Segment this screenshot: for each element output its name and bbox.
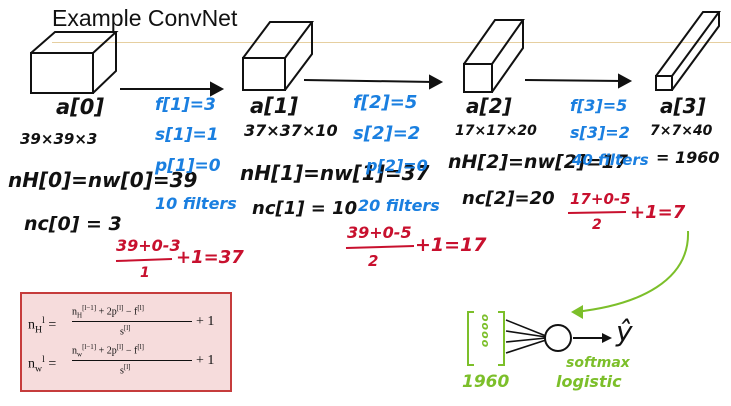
arrow-head-icon [210,81,225,97]
output-yhat: ŷ [616,315,633,348]
a2-nc: nc[2]=20 [462,188,555,209]
calc2-result: +1=17 [415,234,487,256]
a1-nc: nc[1] = 10 [252,198,358,219]
conv1-filter-size: f[1]=3 [155,95,216,115]
neuron-connections [505,319,547,354]
arrow-head-icon [429,74,444,90]
formula-h-denominator: s[l] [120,324,131,338]
formula-h-numerator: nH[l−1] + 2p[l] − f[l] [72,304,144,320]
slide-title: Example ConvNet [52,5,238,31]
formula-w-plus-one: + 1 [196,353,215,368]
calc1-fraction-bar [115,258,173,262]
arrow-head-icon [618,73,633,89]
formula-w-numerator: nw[l−1] + 2p[l] − f[l] [72,343,144,359]
conv2-stride: s[2]=2 [353,123,421,144]
layer-arrows [120,73,633,97]
formula-h-bar [72,321,192,322]
vector-count: 1960 [462,372,510,392]
conv3-filter-size: f[3]=5 [570,96,628,115]
a3-label: a[3] [660,94,706,118]
calc3-fraction-bar [567,211,627,214]
flatten-curve [574,230,690,313]
calc3-result: +1=7 [630,202,686,223]
formula-w-bar [72,360,192,361]
conv2-padding: p[2]=0 [366,156,428,175]
a2-nhw: nH[2]=nw[2]=17 [448,151,628,173]
volume-a0 [30,31,119,94]
conv1-stride: s[1]=1 [155,125,219,145]
output-size-formula-box: nHl = nH[l−1] + 2p[l] − f[l] s[l] + 1 nw… [20,292,232,392]
a0-label: a[0] [56,95,104,119]
formula-lhs-height: nHl = [28,315,57,336]
a3-dims: 7×7×40 [650,123,713,139]
title-underline [52,42,731,43]
calc2-denominator: 2 [368,252,379,270]
formula-w-denominator: s[l] [120,363,131,377]
calc1-numerator: 39+0-3 [116,236,181,255]
conv2-filter-size: f[2]=5 [353,92,418,113]
conv3-filters: 40 filters [572,151,649,169]
a3-flattened: = 1960 [656,148,720,167]
logistic-label: logistic [556,372,622,391]
calc1-denominator: 1 [140,265,150,281]
a0-nc: nc[0] = 3 [24,213,122,235]
calc2-fraction-bar [345,245,415,249]
softmax-label: softmax [566,355,630,371]
calc3-denominator: 2 [592,217,602,233]
a1-label: a[1] [250,94,298,118]
conv2-filters: 20 filters [358,196,440,215]
calc3-numerator: 17+0-5 [570,190,631,208]
vector-entries: oooo [479,314,492,349]
calc1-result: +1=37 [176,247,244,268]
volume-a2 [463,19,525,93]
conv1-padding: p[1]=0 [155,156,221,176]
calc2-numerator: 39+0-5 [347,223,412,242]
a0-nhw: nH[0]=nw[0]=39 [8,168,198,192]
volume-a1 [242,21,314,91]
a2-label: a[2] [466,94,512,118]
arrow-head-icon [602,333,612,343]
conv1-filters: 10 filters [155,194,237,213]
conv3-stride: s[3]=2 [570,123,630,142]
formula-h-plus-one: + 1 [196,314,215,329]
arrow-head-icon [571,305,583,319]
flattened-vector [467,311,505,366]
volume-a3 [655,11,721,91]
formula-lhs-width: nwl = [28,354,57,375]
a2-dims: 17×17×20 [455,123,537,139]
a0-dims: 39×39×3 [20,130,98,148]
a1-dims: 37×37×10 [244,121,338,140]
neuron-icon [544,324,572,352]
a1-nhw: nH[1]=nw[1]=37 [240,161,430,185]
